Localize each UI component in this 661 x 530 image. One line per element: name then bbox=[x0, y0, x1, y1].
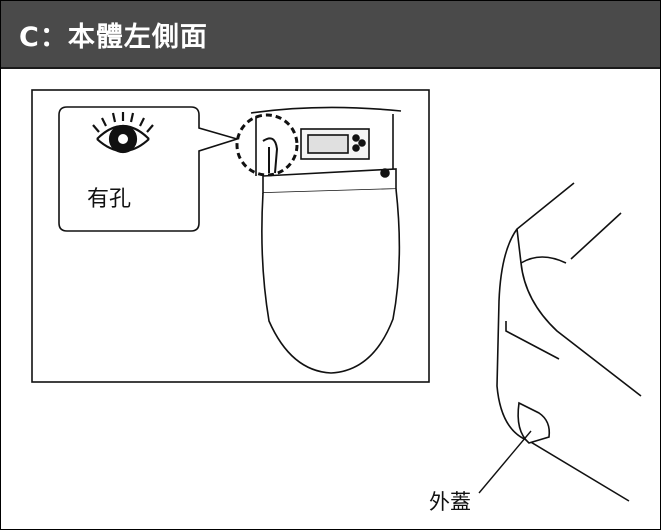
cover-leader-line bbox=[478, 430, 532, 494]
hose bbox=[262, 137, 279, 174]
callout-bubble bbox=[58, 106, 240, 232]
eye-icon bbox=[92, 112, 154, 154]
hole-highlight-circle bbox=[235, 113, 299, 177]
outer-cover bbox=[517, 401, 551, 444]
hole-label: 有孔 bbox=[87, 187, 132, 212]
section-header: C：本體左側面 bbox=[1, 1, 660, 69]
seat-lid bbox=[261, 188, 401, 374]
outer-cover-label: 外蓋 bbox=[429, 490, 471, 514]
section-title: C：本體左側面 bbox=[19, 22, 208, 53]
toilet-top-view bbox=[250, 106, 402, 374]
toilet-side-view bbox=[496, 182, 642, 502]
